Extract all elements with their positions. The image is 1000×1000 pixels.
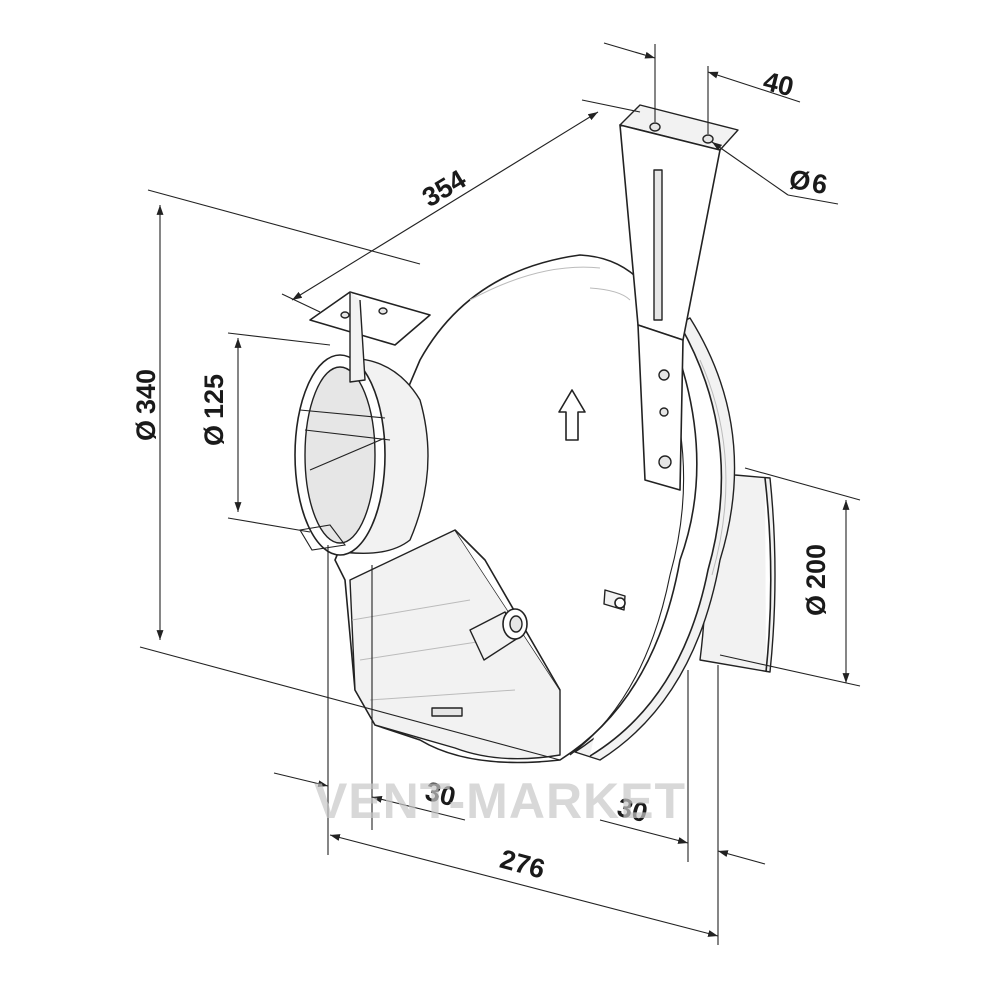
- svg-text:Ø6: Ø6: [787, 164, 830, 200]
- fan-housing: [294, 254, 776, 764]
- bracket-slot: [653, 169, 663, 321]
- svg-text:Ø125: Ø125: [199, 374, 229, 446]
- svg-text:30: 30: [614, 792, 650, 828]
- dim-diameter-200: Ø200: [719, 467, 861, 687]
- mount-hole-icon: [702, 134, 714, 144]
- dim-hole-diameter-6: Ø6: [711, 141, 839, 205]
- dim-hole-spacing-40: 40: [603, 42, 801, 134]
- svg-text:30: 30: [422, 776, 458, 812]
- svg-text:40: 40: [760, 66, 796, 102]
- airflow-arrow-icon: [558, 389, 586, 441]
- svg-text:Ø200: Ø200: [801, 544, 831, 616]
- terminal-box: [349, 529, 561, 760]
- label-slot: [431, 707, 463, 717]
- watermark-text: VENT-MARKET: [314, 773, 686, 829]
- svg-text:Ø340: Ø340: [131, 369, 161, 441]
- bracket-screw-icon: [658, 369, 670, 381]
- right-mounting-bracket: [619, 104, 739, 491]
- bracket-screw-icon: [658, 455, 672, 469]
- mount-hole-icon: [649, 122, 661, 132]
- dim-diameter-125: Ø125: [199, 332, 331, 533]
- dim-diameter-340: Ø340: [131, 189, 561, 761]
- mount-hole-icon: [378, 307, 388, 315]
- clamp-bolt-icon: [603, 589, 626, 611]
- dim-inlet-collar-30: 30: [273, 565, 466, 830]
- mount-hole-icon: [340, 311, 350, 319]
- svg-text:276: 276: [497, 844, 548, 885]
- left-mounting-bracket: [309, 291, 431, 383]
- inlet-collar: [294, 354, 429, 556]
- dim-outlet-collar-30: 30: [599, 670, 766, 865]
- svg-text:354: 354: [417, 164, 471, 213]
- bracket-screw-icon: [659, 407, 669, 417]
- cable-gland-icon: [469, 608, 528, 661]
